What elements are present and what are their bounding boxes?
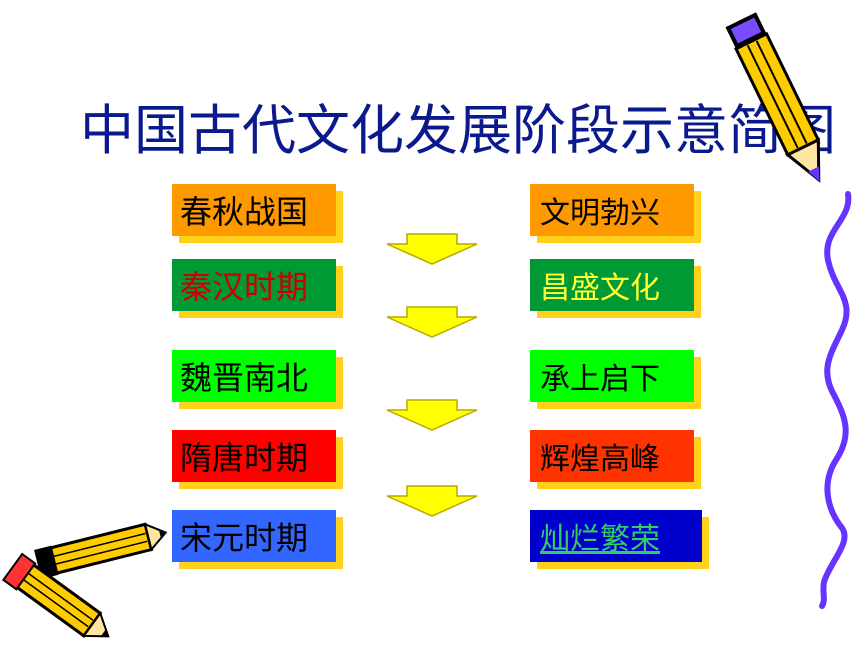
down-arrow-icon	[386, 306, 478, 338]
pencil-icon	[725, 12, 821, 183]
period-box-wei-jin: 魏晋南北	[172, 350, 336, 402]
period-box-sui-tang: 隋唐时期	[172, 430, 336, 482]
down-arrow-icon	[386, 485, 478, 517]
down-arrow-icon	[386, 233, 478, 265]
down-arrow-icon	[386, 399, 478, 431]
feature-box-prosper: 昌盛文化	[530, 259, 694, 311]
diagram-title: 中国古代文化发展阶段示意简图	[80, 99, 836, 162]
purple-squiggle-line	[819, 191, 852, 609]
period-box-spring-autumn: 春秋战国	[172, 184, 336, 236]
pencil-icon	[1, 522, 168, 638]
period-box-qin-han: 秦汉时期	[172, 259, 336, 311]
feature-box-bridge: 承上启下	[530, 350, 694, 402]
feature-box-rise: 文明勃兴	[530, 184, 694, 236]
feature-box-flourish: 灿烂繁荣	[530, 510, 702, 562]
period-box-song-yuan: 宋元时期	[172, 510, 336, 562]
feature-box-peak: 辉煌高峰	[530, 430, 694, 482]
